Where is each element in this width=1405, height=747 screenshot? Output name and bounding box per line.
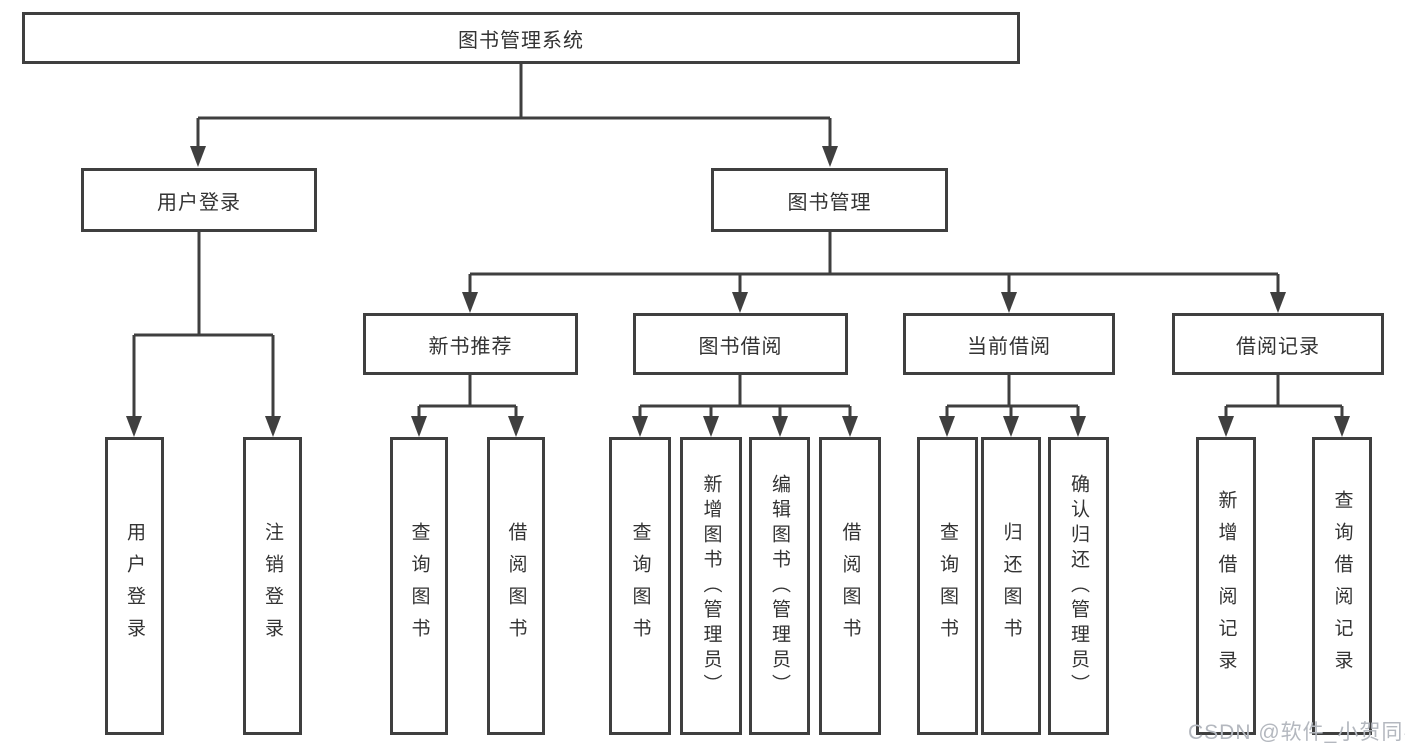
node-label: 图书借阅 xyxy=(698,335,783,358)
leaf-logout: 注销登录 xyxy=(243,437,302,735)
leaf-add-borrow-record: 新增借阅记录 xyxy=(1196,437,1256,735)
node-current-borrowing: 当前借阅 xyxy=(903,313,1115,375)
node-label: 图书管理 xyxy=(787,191,872,214)
node-new-book-recommendation: 新书推荐 xyxy=(363,313,578,375)
csdn-watermark: CSDN @软件_小贺同学 xyxy=(1188,721,1405,744)
node-label: 当前借阅 xyxy=(967,335,1051,358)
node-label: 借阅记录 xyxy=(1236,335,1320,358)
node-borrowing-records: 借阅记录 xyxy=(1172,313,1384,375)
leaf-user-login: 用户登录 xyxy=(105,437,164,735)
leaf-borrow-books: 借阅图书 xyxy=(819,437,881,735)
leaf-query-books: 查询图书 xyxy=(609,437,671,735)
node-label: 图书管理系统 xyxy=(458,29,584,52)
leaf-query-books: 查询图书 xyxy=(390,437,448,735)
leaf-borrow-books: 借阅图书 xyxy=(487,437,545,735)
leaf-query-books: 查询图书 xyxy=(917,437,978,735)
leaf-query-borrow-record: 查询借阅记录 xyxy=(1312,437,1372,735)
node-library-management-system: 图书管理系统 xyxy=(22,12,1020,64)
node-user-login: 用户登录 xyxy=(81,168,317,232)
node-label: 新书推荐 xyxy=(428,335,513,358)
leaf-add-books-admin: 新增图书（管理员） xyxy=(680,437,742,735)
leaf-return-books: 归还图书 xyxy=(981,437,1041,735)
node-book-management: 图书管理 xyxy=(711,168,948,232)
node-label: 用户登录 xyxy=(157,191,241,214)
node-book-borrowing: 图书借阅 xyxy=(633,313,848,375)
leaf-confirm-return-admin: 确认归还（管理员） xyxy=(1048,437,1109,735)
leaf-edit-books-admin: 编辑图书（管理员） xyxy=(749,437,810,735)
